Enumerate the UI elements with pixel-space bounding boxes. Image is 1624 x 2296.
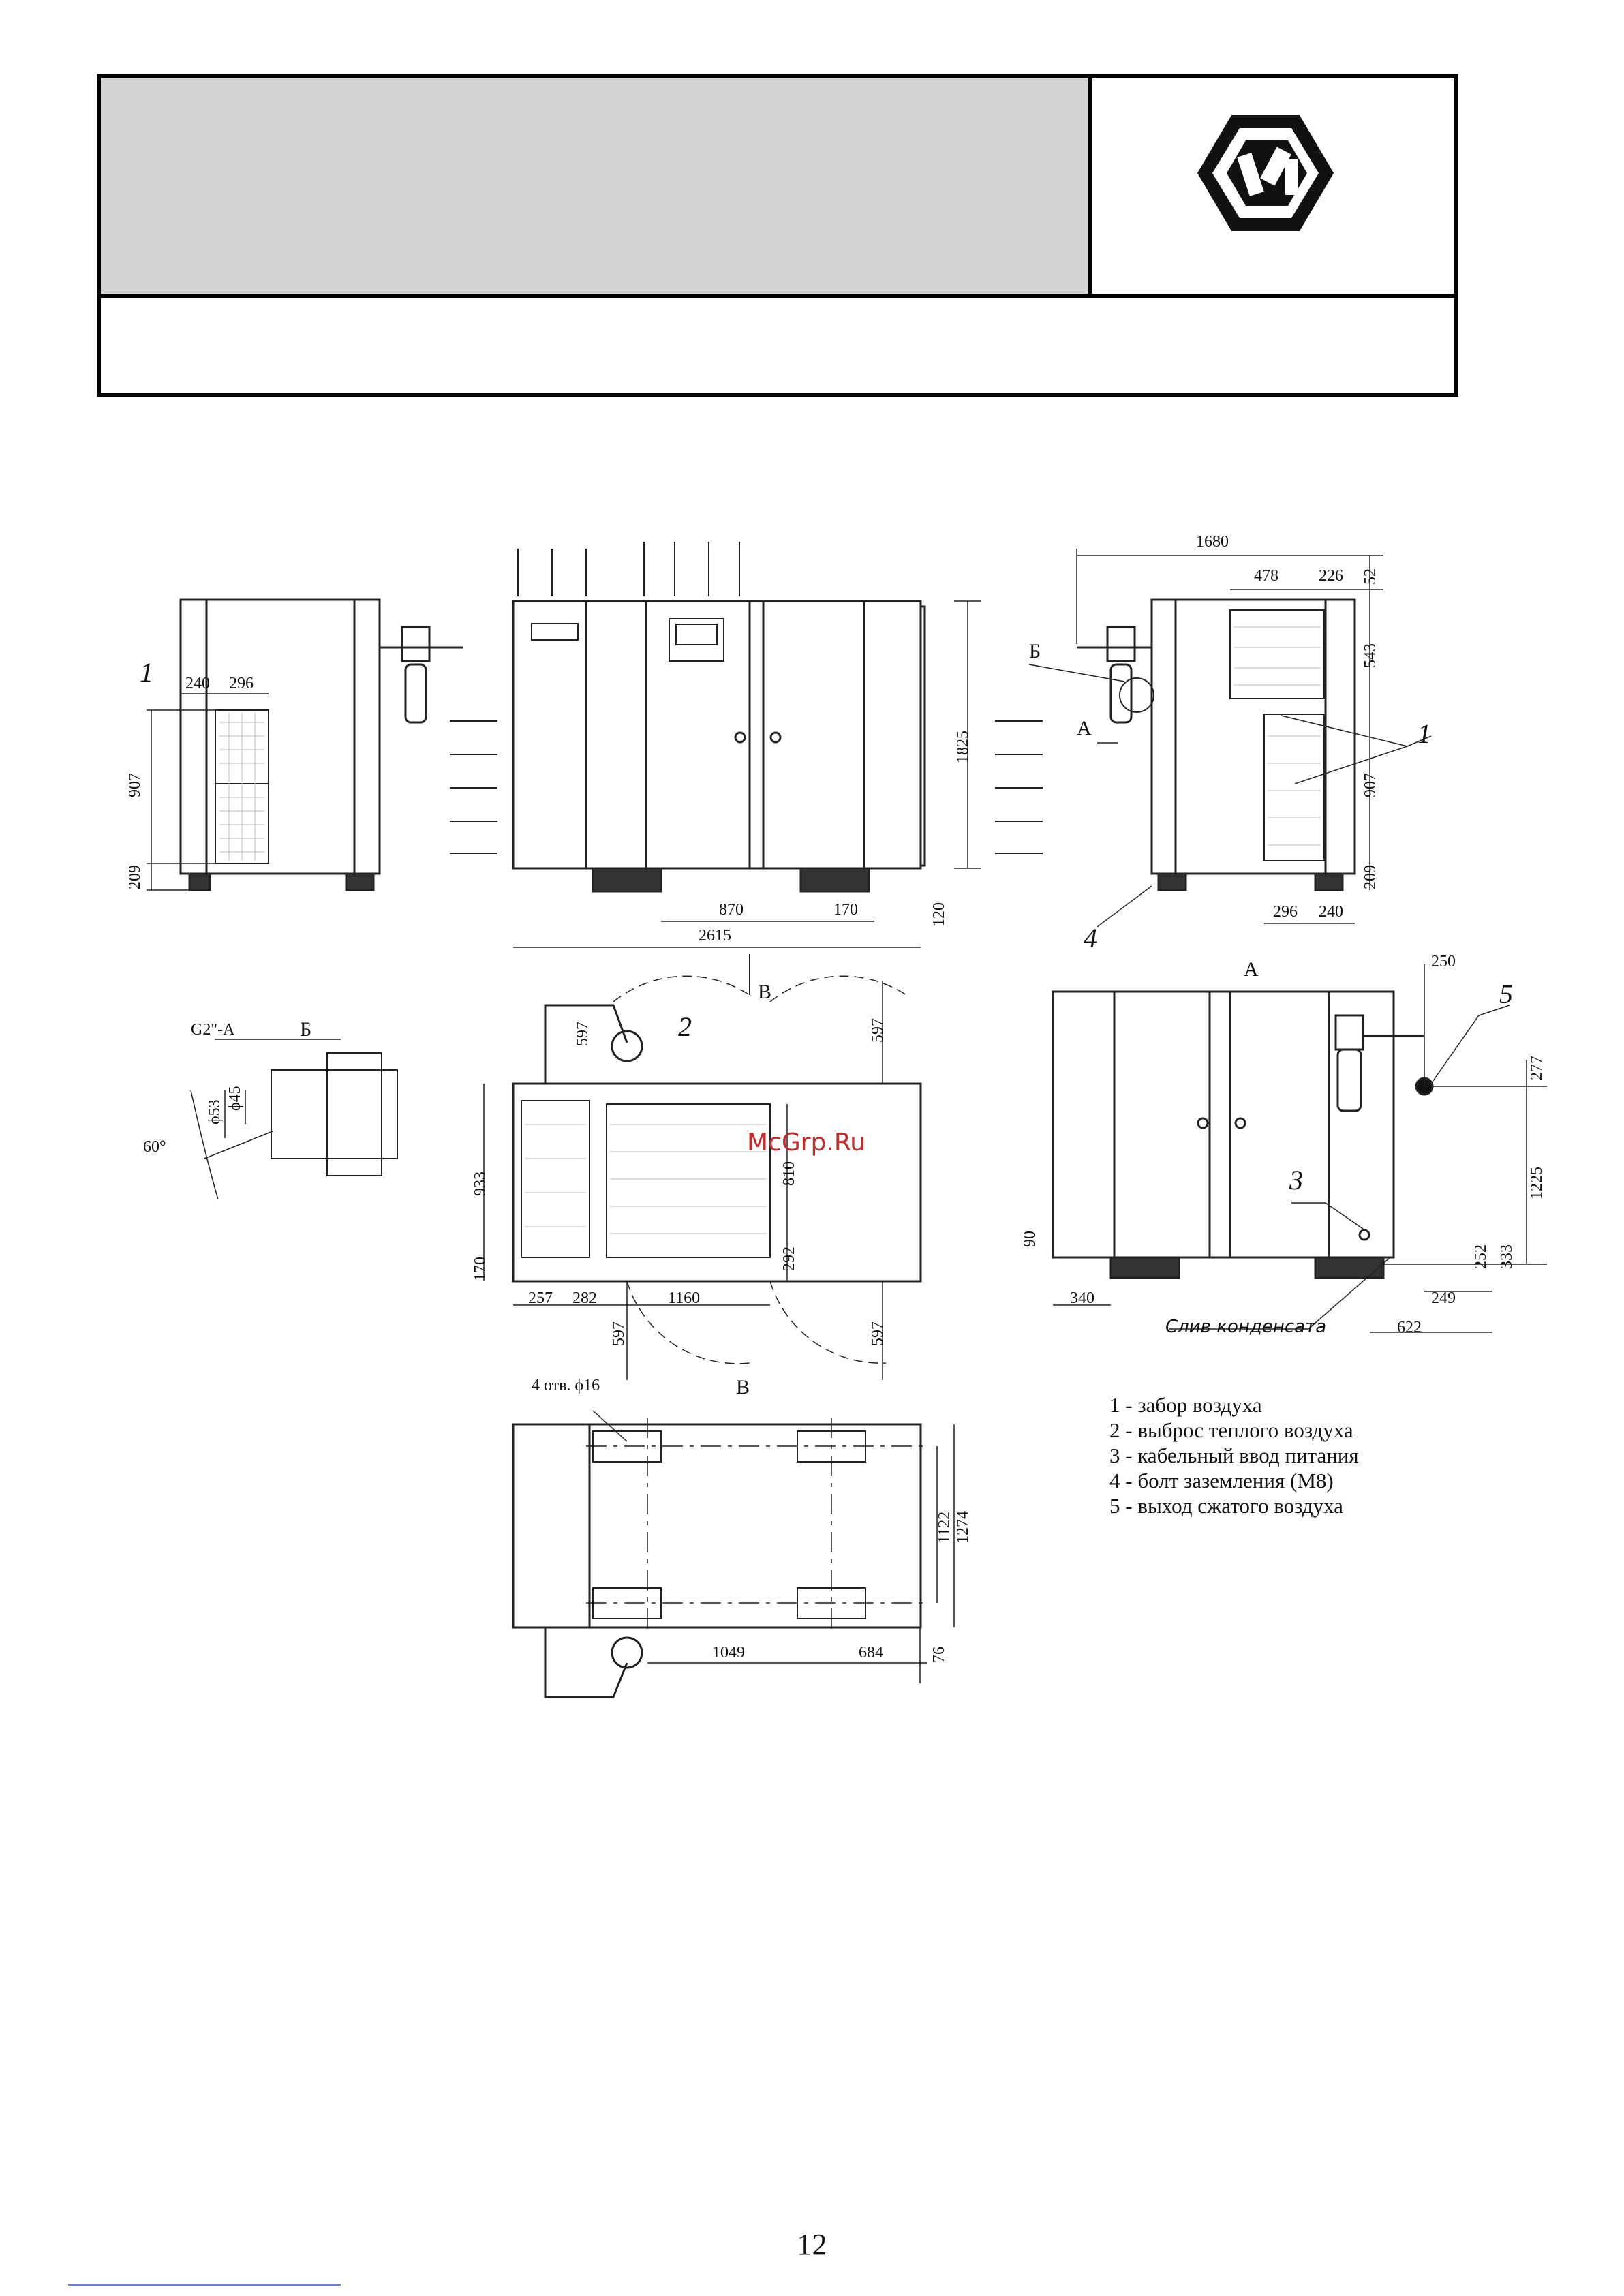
view-v [512, 1410, 955, 1698]
dim-top-597b: 597 [869, 1018, 887, 1043]
dim-right-907: 907 [1362, 773, 1379, 797]
dim-right-52: 52 [1362, 568, 1379, 585]
dim-top-292: 292 [780, 1246, 798, 1271]
dim-a-622: 622 [1397, 1319, 1422, 1336]
thread-label: G2"-A [191, 1021, 235, 1039]
top-view [483, 954, 922, 1380]
dim-top-257: 257 [528, 1289, 553, 1307]
dim-left-296: 296 [229, 675, 254, 692]
front-view [450, 542, 1043, 948]
dim-front-2615: 2615 [699, 927, 731, 945]
dim-a-249: 249 [1431, 1289, 1456, 1307]
callout-2: 2 [678, 1011, 692, 1042]
detail-b-title: Б [300, 1018, 311, 1041]
dim-v-1274: 1274 [954, 1511, 972, 1544]
dim-top-597a: 597 [574, 1022, 592, 1046]
dim-right-209: 209 [1362, 865, 1379, 889]
dim-a-1225: 1225 [1528, 1167, 1546, 1199]
dim-top-933: 933 [472, 1172, 489, 1196]
dim-a-333: 333 [1498, 1244, 1516, 1269]
dim-top-282: 282 [572, 1289, 597, 1307]
dim-a-252: 252 [1472, 1244, 1490, 1269]
dim-a-340: 340 [1070, 1289, 1094, 1307]
dim-v-684: 684 [859, 1644, 883, 1662]
view-v-title: В [736, 1376, 750, 1398]
dim-right-478: 478 [1254, 567, 1278, 585]
dim-a-277: 277 [1528, 1056, 1546, 1080]
holes-label: 4 отв. ϕ16 [532, 1377, 600, 1394]
dim-v-1122: 1122 [936, 1512, 953, 1544]
legend: 1 - забор воздуха 2 - выброс теплого воз… [1109, 1392, 1359, 1518]
callout-4: 4 [1084, 923, 1097, 953]
legend-item: 2 - выброс теплого воздуха [1109, 1418, 1353, 1442]
dim-right-226: 226 [1319, 567, 1343, 585]
view-label-b-right: Б [1029, 640, 1041, 662]
dim-front-120: 120 [930, 902, 948, 927]
dim-right-296: 296 [1273, 903, 1298, 921]
right-side-view [1028, 549, 1432, 928]
legend-item: 1 - забор воздуха [1109, 1393, 1262, 1417]
dim-top-170: 170 [472, 1257, 489, 1281]
callout-1-left: 1 [140, 657, 153, 688]
callout-1-right: 1 [1418, 718, 1431, 749]
dim-front-1825: 1825 [954, 731, 972, 763]
dim-left-209: 209 [126, 865, 144, 889]
title-block [97, 74, 1458, 397]
view-a-title: А [1244, 958, 1259, 981]
title-block-name-cell [101, 78, 1092, 294]
watermark: McGrp.Ru [747, 1129, 866, 1157]
legend-item: 4 - болт заземления (M8) [1109, 1469, 1334, 1493]
dim-top-810: 810 [780, 1161, 798, 1186]
dim-front-870: 870 [719, 901, 744, 919]
dim-v-1049: 1049 [712, 1644, 745, 1662]
angle-label: 60° [143, 1138, 166, 1156]
dim-left-907: 907 [126, 773, 144, 797]
dim-top-597d: 597 [869, 1321, 887, 1346]
callout-3: 3 [1289, 1165, 1303, 1195]
dim-a-250: 250 [1431, 953, 1456, 970]
page-number: 12 [797, 2228, 827, 2261]
condensate-label: Слив конденсата [1165, 1317, 1326, 1337]
dim-a-90: 90 [1021, 1231, 1039, 1247]
view-a [1052, 964, 1547, 1333]
dim-top-1160: 1160 [668, 1289, 700, 1307]
dim-d53: ϕ53 [206, 1099, 224, 1124]
callout-5: 5 [1499, 979, 1513, 1009]
title-block-logo-cell [1092, 78, 1454, 294]
view-arrow-v: В [758, 981, 771, 1003]
dim-left-240: 240 [185, 675, 210, 692]
legend-item: 3 - кабельный ввод питания [1109, 1443, 1359, 1467]
footer-link-line [68, 2284, 341, 2286]
company-logo-icon [1197, 115, 1334, 231]
dim-front-170: 170 [833, 901, 858, 919]
dim-right-1680: 1680 [1196, 533, 1229, 551]
legend-item: 5 - выход сжатого воздуха [1109, 1494, 1343, 1518]
view-arrow-a: А [1077, 717, 1092, 739]
dim-right-240: 240 [1319, 903, 1343, 921]
dim-right-543: 543 [1362, 643, 1379, 668]
dim-v-76: 76 [930, 1647, 948, 1663]
detail-b-view [190, 1039, 398, 1200]
left-side-view [147, 598, 463, 891]
dim-top-597c: 597 [610, 1321, 628, 1346]
title-block-subtitle-cell [101, 294, 1454, 393]
dim-d45: ϕ45 [226, 1086, 244, 1111]
